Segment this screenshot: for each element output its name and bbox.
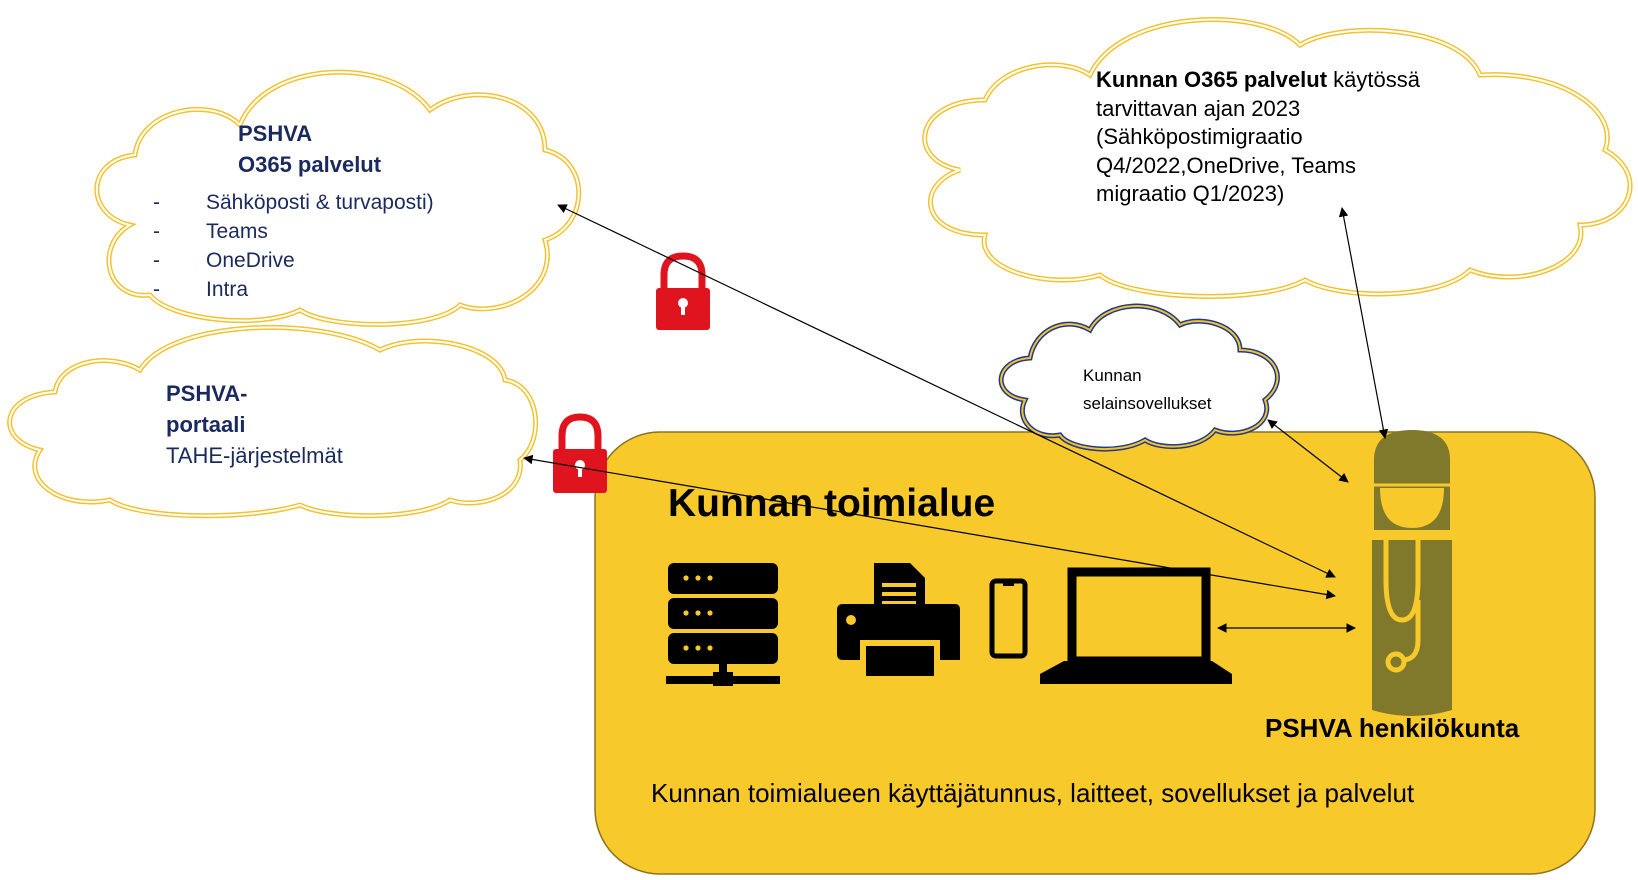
connection-arrows bbox=[523, 204, 1389, 633]
domain-title: Kunnan toimialue bbox=[668, 482, 996, 525]
kunta-o365-bold: Kunnan O365 palvelut bbox=[1096, 67, 1328, 92]
arrow-browser-apps bbox=[1267, 419, 1349, 483]
kunta-o365-rest: käytössä bbox=[1327, 67, 1420, 92]
kunta-o365-text: Kunnan O365 palvelut käytössä tarvittava… bbox=[1096, 66, 1420, 209]
list-item: -Teams bbox=[153, 220, 268, 243]
person-doctor-icon bbox=[1372, 430, 1452, 716]
kunta-browser-apps-text: Kunnan selainsovellukset bbox=[1083, 362, 1212, 418]
staff-label: PSHVA henkilökunta bbox=[1265, 713, 1520, 743]
kunta-o365-line2: tarvittavan ajan 2023 bbox=[1096, 95, 1301, 121]
pshva-o365-list: -Sähköposti & turvaposti) -Teams -OneDri… bbox=[153, 188, 434, 304]
pshva-portal-title-line1: PSHVA- bbox=[166, 381, 248, 406]
pshva-o365-title-line1: PSHVA bbox=[238, 121, 313, 146]
pshva-portal-title-line2: portaali bbox=[166, 412, 246, 437]
list-item: -Intra bbox=[153, 278, 249, 301]
pshva-portal-text: PSHVA- portaali TAHE-järjestelmät bbox=[166, 378, 343, 471]
pshva-o365-title: PSHVA O365 palvelut bbox=[238, 118, 381, 180]
pshva-portal-subtitle: TAHE-järjestelmät bbox=[166, 443, 343, 468]
list-item: -Sähköposti & turvaposti) bbox=[153, 191, 434, 214]
arrow-kunta-o365 bbox=[1338, 207, 1389, 439]
kunta-o365-line3: (Sähköpostimigraatio bbox=[1096, 124, 1303, 149]
pshva-o365-cloud bbox=[94, 69, 582, 327]
arrow-portal bbox=[523, 454, 1336, 600]
lock-icon bbox=[553, 413, 607, 493]
kunta-browser-apps-line1: Kunnan bbox=[1083, 366, 1142, 385]
kunta-o365-line4: Q4/2022,OneDrive, Teams bbox=[1096, 152, 1357, 178]
kunta-o365-line5: migraatio Q1/2023) bbox=[1096, 181, 1285, 206]
lock-icon bbox=[656, 252, 710, 330]
kunta-browser-apps-line2: selainsovellukset bbox=[1083, 394, 1212, 413]
pshva-o365-title-line2: O365 palvelut bbox=[238, 152, 382, 177]
pshva-portal-cloud bbox=[7, 324, 539, 519]
list-item: -OneDrive bbox=[153, 249, 295, 272]
domain-footer: Kunnan toimialueen käyttäjätunnus, laitt… bbox=[651, 778, 1415, 808]
